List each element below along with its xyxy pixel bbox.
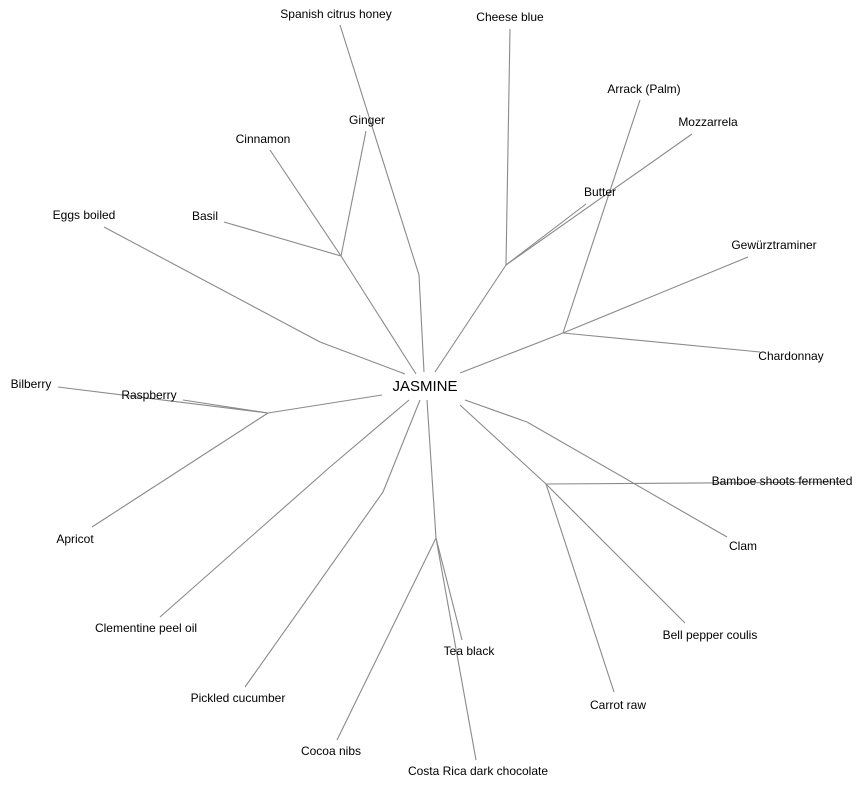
leaf-label: Clementine peel oil [95,621,197,635]
leaf-label: Pickled cucumber [191,691,286,705]
tree-edge [545,483,686,624]
tree-edge [545,483,615,693]
tree-edge [459,404,547,485]
tree-edge [464,399,528,423]
tree-edge [426,399,437,539]
tree-edge [267,394,383,414]
leaf-label: Gewürztraminer [731,238,816,252]
tree-edge [244,491,384,688]
tree-edge [269,149,342,257]
tree-edge [103,226,321,343]
leaf-label: Costa Rica dark chocolate [408,764,548,778]
tree-edge [435,537,477,761]
tree-edge [434,264,507,373]
tree-edge [562,256,749,334]
tree-edge [526,421,728,538]
tree-edge [182,399,269,414]
tree-edge [57,386,269,414]
leaf-label: Tea black [444,644,496,658]
leaf-label: Chardonnay [758,349,823,363]
tree-edge [223,221,342,257]
leaf-label: Butter [584,185,616,199]
leaf-label: Cocoa nibs [301,744,361,758]
leaf-label: Ginger [349,113,385,127]
tree-edge [336,537,437,741]
tree-edge [562,99,641,334]
leaf-label: Basil [192,209,218,223]
leaf-label: Bell pepper coulis [663,628,758,642]
tree-edge [435,537,463,641]
root-node-label: JASMINE [392,378,457,395]
leaf-label: Bilberry [11,377,52,391]
tree-edge [418,274,425,373]
tree-edge [459,332,564,374]
tree-edge [339,24,420,276]
tree-edge [505,203,587,266]
tree-edge [329,399,410,468]
leaf-label: Bamboe shoots fermented [712,474,853,488]
leaf-label: Mozzarrela [678,115,738,129]
tree-edges [57,24,846,761]
tree-edge [340,130,367,257]
leaf-label: Carrot raw [590,698,646,712]
leaf-label: Raspberry [121,388,176,402]
tree-edge [505,28,511,266]
tree-edge [545,481,846,485]
leaf-label: Cheese blue [476,10,544,24]
leaf-label: Cinnamon [236,132,291,146]
leaf-label: Eggs boiled [53,208,116,222]
tree-edge [159,466,331,618]
leaf-label: Arrack (Palm) [607,82,680,96]
tree-edge [382,399,421,493]
tree-edge [319,341,406,375]
tree-edge [340,255,417,375]
tree-edge [91,412,269,528]
leaf-label: Apricot [56,532,94,546]
tree-edge [562,332,761,353]
leaf-label: Spanish citrus honey [280,7,391,21]
leaf-label: Clam [729,539,757,553]
tree-edge [505,133,693,266]
